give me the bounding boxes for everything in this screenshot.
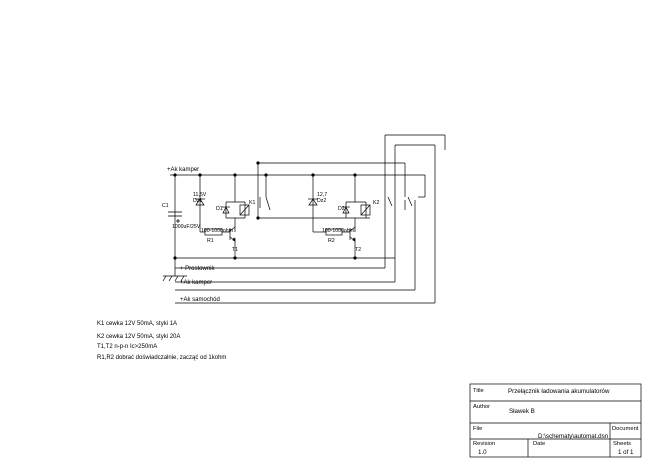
net-label-ak-kamper: +Ak kamper: [180, 280, 212, 286]
title-label: Title: [473, 388, 484, 394]
file-label: File: [473, 426, 482, 432]
t2-transistor: [349, 226, 356, 242]
dz1-ref-label: Dz1: [193, 198, 202, 204]
author-label: Author: [473, 404, 490, 410]
net-label-prostownik: + Prostownik: [180, 266, 216, 272]
r1-resistor: [204, 228, 223, 236]
k2-ref-label: K2: [373, 200, 379, 206]
r2-ref-label: R2: [328, 238, 335, 244]
c1-ref-label: C1: [162, 203, 169, 209]
r1-ref-label: R1: [207, 238, 214, 244]
t1-transistor: [229, 226, 236, 242]
k1-ref-label: K1: [249, 200, 255, 206]
title-block: [469, 383, 642, 458]
revision-value: 1.0: [478, 449, 487, 456]
note-resistors: R1,R2 dobrać doświadczalnie, zacząć od 1…: [97, 355, 227, 361]
k2-relay-coil: [360, 204, 371, 216]
junction-dots: [173, 161, 357, 260]
document-label: Document: [612, 426, 639, 432]
t1-ref-label: T1: [232, 247, 238, 253]
r1-value-label: 100-1000ohm: [201, 228, 233, 234]
net-label-ak-kamper-top: +Ak kamper: [167, 167, 199, 173]
dz2-ref-label: Dz2: [317, 198, 326, 204]
author-value: Sławek B: [509, 408, 535, 415]
file-value: D:\schematy\automat.dsn: [538, 433, 609, 440]
r2-resistor: [325, 228, 343, 236]
revision-label: Revision: [473, 441, 495, 447]
d2-diode: [342, 206, 350, 214]
d1-ref-label: D1: [216, 206, 223, 212]
k1-relay-coil: [239, 204, 250, 216]
wires: [162, 134, 446, 304]
r2-value-label: 100-1000ohm: [322, 228, 354, 234]
date-label: Date: [533, 441, 545, 447]
sheets-label: Sheets: [613, 441, 631, 447]
dz1-zener-diode: [195, 198, 205, 206]
dz2-voltage-label: 12,7: [317, 192, 327, 198]
note-transistors: T1,T2 n-p-n Ic>250mA: [97, 344, 158, 350]
c1-capacitor: [168, 211, 182, 223]
t2-ref-label: T2: [355, 247, 361, 253]
dz2-zener-diode: [308, 198, 318, 206]
note-k1: K1 cewka 12V 50mA, styki 1A: [97, 321, 178, 327]
sheets-value: 1 of 1: [618, 449, 634, 456]
net-label-ak-samochod: +Ak samochód: [180, 297, 220, 303]
c1-value-label: 1000uF/25V: [172, 224, 201, 230]
d2-ref-label: D2: [338, 206, 345, 212]
dz1-voltage-label: 11,5V: [193, 192, 207, 198]
d1-diode: [222, 206, 230, 214]
note-k2: K2 cewka 12V 50mA, styki 20A: [97, 334, 181, 340]
title-value: Przełącznik ładowania akumulatorów: [508, 388, 610, 395]
